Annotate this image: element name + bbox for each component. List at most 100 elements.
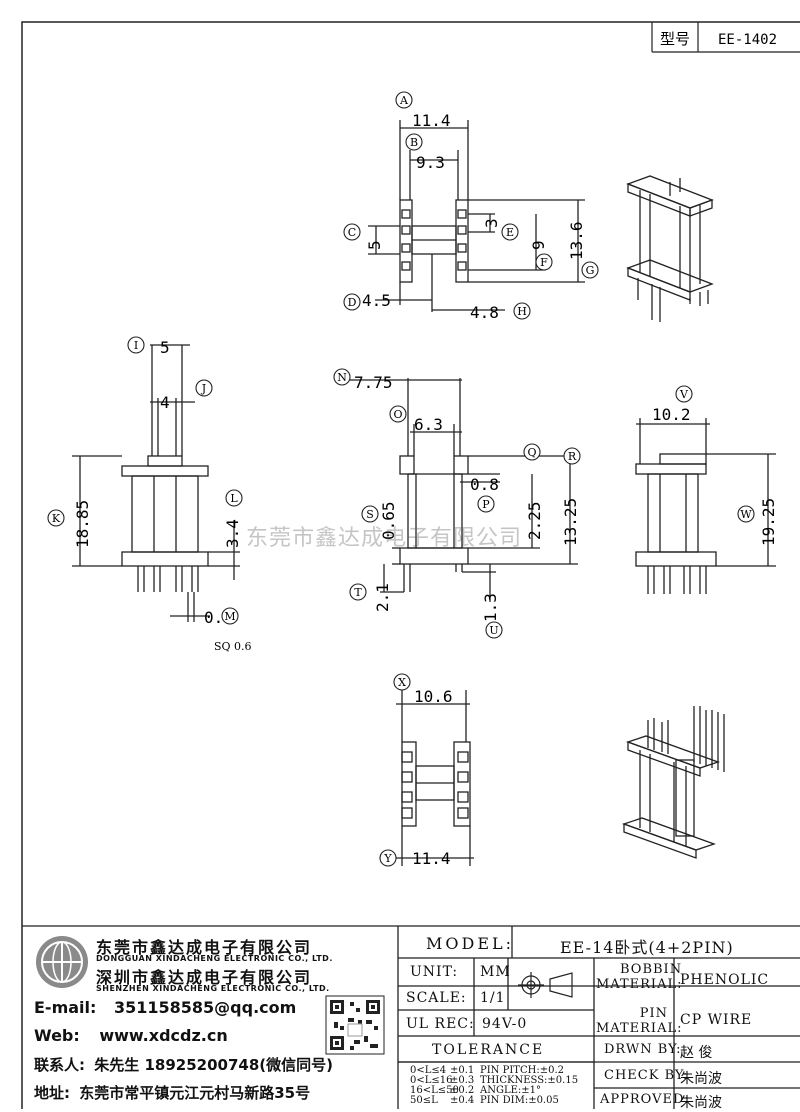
dim-marker-i: I <box>127 336 145 354</box>
dim-marker-letter: C <box>348 226 356 239</box>
unit-value: MM <box>480 964 511 980</box>
ul-label: UL REC: <box>406 1016 475 1032</box>
dim-marker-v: V <box>675 385 693 403</box>
dim-marker-letter: P <box>482 498 490 511</box>
dim-marker-j: J <box>195 379 213 397</box>
dim-marker-k: K <box>47 509 65 527</box>
dim-marker-t: T <box>349 583 367 601</box>
dim-x-value: 10.6 <box>414 687 453 706</box>
dim-marker-letter: Y <box>383 852 392 865</box>
dim-marker-letter: R <box>568 450 577 463</box>
email-label: E-mail: <box>34 998 97 1017</box>
check-by-value: 朱尚波 <box>680 1071 722 1087</box>
company-logo <box>36 936 88 988</box>
tolerance-label: TOLERANCE <box>432 1042 545 1058</box>
dim-marker-m: M <box>221 607 239 625</box>
dim-marker-letter: J <box>201 382 206 395</box>
model-box <box>651 22 800 53</box>
dim-h-value: 4.8 <box>470 303 499 322</box>
unit-label: UNIT: <box>410 964 459 980</box>
dim-i-value: 5 <box>160 338 170 357</box>
model-label: MODEL: <box>426 934 515 953</box>
dim-marker-l: L <box>225 489 243 507</box>
dim-marker-r: R <box>563 447 581 465</box>
contact-value: 朱先生 18925200748(微信同号) <box>94 1056 333 1074</box>
dim-marker-g: G <box>581 261 599 279</box>
projection-symbol <box>518 972 573 998</box>
drawn-by-label: DRWN BY: <box>604 1042 682 1057</box>
address-value: 东莞市常平镇元江元村马新路35号 <box>79 1084 311 1102</box>
isometric-view-top <box>626 175 714 322</box>
dim-marker-o: O <box>389 405 407 423</box>
dim-marker-x: X <box>393 673 411 691</box>
scale-label: SCALE: <box>406 990 467 1006</box>
scale-value: 1/1 <box>480 990 506 1006</box>
company-name-dongguan: 东莞市鑫达成电子有限公司 <box>96 938 313 957</box>
dim-marker-letter: U <box>489 624 498 637</box>
dim-marker-letter: V <box>679 388 689 401</box>
dim-marker-letter: N <box>337 371 347 384</box>
dim-marker-c: C <box>343 223 361 241</box>
dim-marker-letter: K <box>52 512 61 525</box>
dim-u-value: 1.3 <box>481 593 500 622</box>
web-value[interactable]: www.xdcdz.cn <box>99 1026 228 1045</box>
pin-material-label: PIN MATERIAL: <box>596 1006 683 1036</box>
isometric-view-bottom <box>622 706 725 859</box>
title-block-lines <box>22 925 800 1109</box>
dim-marker-letter: S <box>366 508 374 521</box>
model-value: EE-14卧式(4+2PIN) <box>560 938 734 957</box>
dim-marker-letter: T <box>354 586 362 599</box>
contact-label: 联系人: <box>34 1056 85 1074</box>
approved-label: APPROVED: <box>600 1092 690 1107</box>
side-view <box>350 378 578 602</box>
email-value[interactable]: 351158585@qq.com <box>113 998 297 1017</box>
dim-s-value: 0.65 <box>379 501 398 540</box>
drawn-by-value: 赵 俊 <box>680 1045 713 1061</box>
dim-b-value: 9.3 <box>416 153 445 172</box>
dim-marker-letter: B <box>410 136 418 149</box>
dim-k-value: 18.85 <box>73 500 92 548</box>
model-box-value: EE-1402 <box>718 32 777 48</box>
dim-j-value: 4 <box>160 393 170 412</box>
dim-marker-h: H <box>513 302 531 320</box>
contact-row: 联系人: 朱先生 18925200748(微信同号) <box>34 1054 333 1075</box>
dim-marker-letter: F <box>540 256 548 269</box>
email-row: E-mail: 351158585@qq.com <box>34 998 296 1017</box>
dim-l-value: 3.4 <box>223 519 242 548</box>
dim-marker-p: P <box>477 495 495 513</box>
dim-marker-n: N <box>333 368 351 386</box>
top-view <box>368 120 585 312</box>
company-name-shenzhen-en: SHENZHEN XINDACHENG ELECTRONIC CO., LTD. <box>96 984 330 993</box>
ul-value: 94V-0 <box>482 1016 528 1032</box>
dim-marker-e: E <box>501 223 519 241</box>
bobbin-material-value: PHENOLIC <box>680 972 770 988</box>
dim-t-value: 2.1 <box>373 583 392 612</box>
dim-marker-b: B <box>405 133 423 151</box>
dim-e-value: 3 <box>482 218 501 228</box>
dim-marker-d: D <box>343 293 361 311</box>
bobbin-material-label: BOBBIN MATERIAL: <box>596 962 683 992</box>
check-by-label: CHECK BY: <box>604 1068 689 1083</box>
address-label: 地址: <box>34 1084 70 1102</box>
front-view <box>72 344 240 622</box>
sq-note: SQ 0.6 <box>214 640 252 653</box>
dim-marker-letter: A <box>399 94 409 107</box>
dim-r-value: 13.25 <box>561 498 580 546</box>
dim-g-value: 13.6 <box>567 221 586 260</box>
address-row: 地址: 东莞市常平镇元江元村马新路35号 <box>34 1082 310 1103</box>
dim-marker-letter: X <box>398 676 406 689</box>
dim-y-value: 11.4 <box>412 849 451 868</box>
watermark-text: 东莞市鑫达成电子有限公司 <box>246 526 523 551</box>
dim-marker-letter: E <box>506 226 514 239</box>
company-name-shenzhen: 深圳市鑫达成电子有限公司 <box>96 968 313 987</box>
dim-marker-f: F <box>535 253 553 271</box>
company-name-dongguan-en: DONGGUAN XINDACHENG ELECTRONIC CO., LTD. <box>96 954 333 963</box>
qr-code <box>325 995 385 1055</box>
dim-c-value: 5 <box>365 240 384 250</box>
sheet-border <box>21 21 800 1109</box>
dim-marker-q: Q <box>523 443 541 461</box>
